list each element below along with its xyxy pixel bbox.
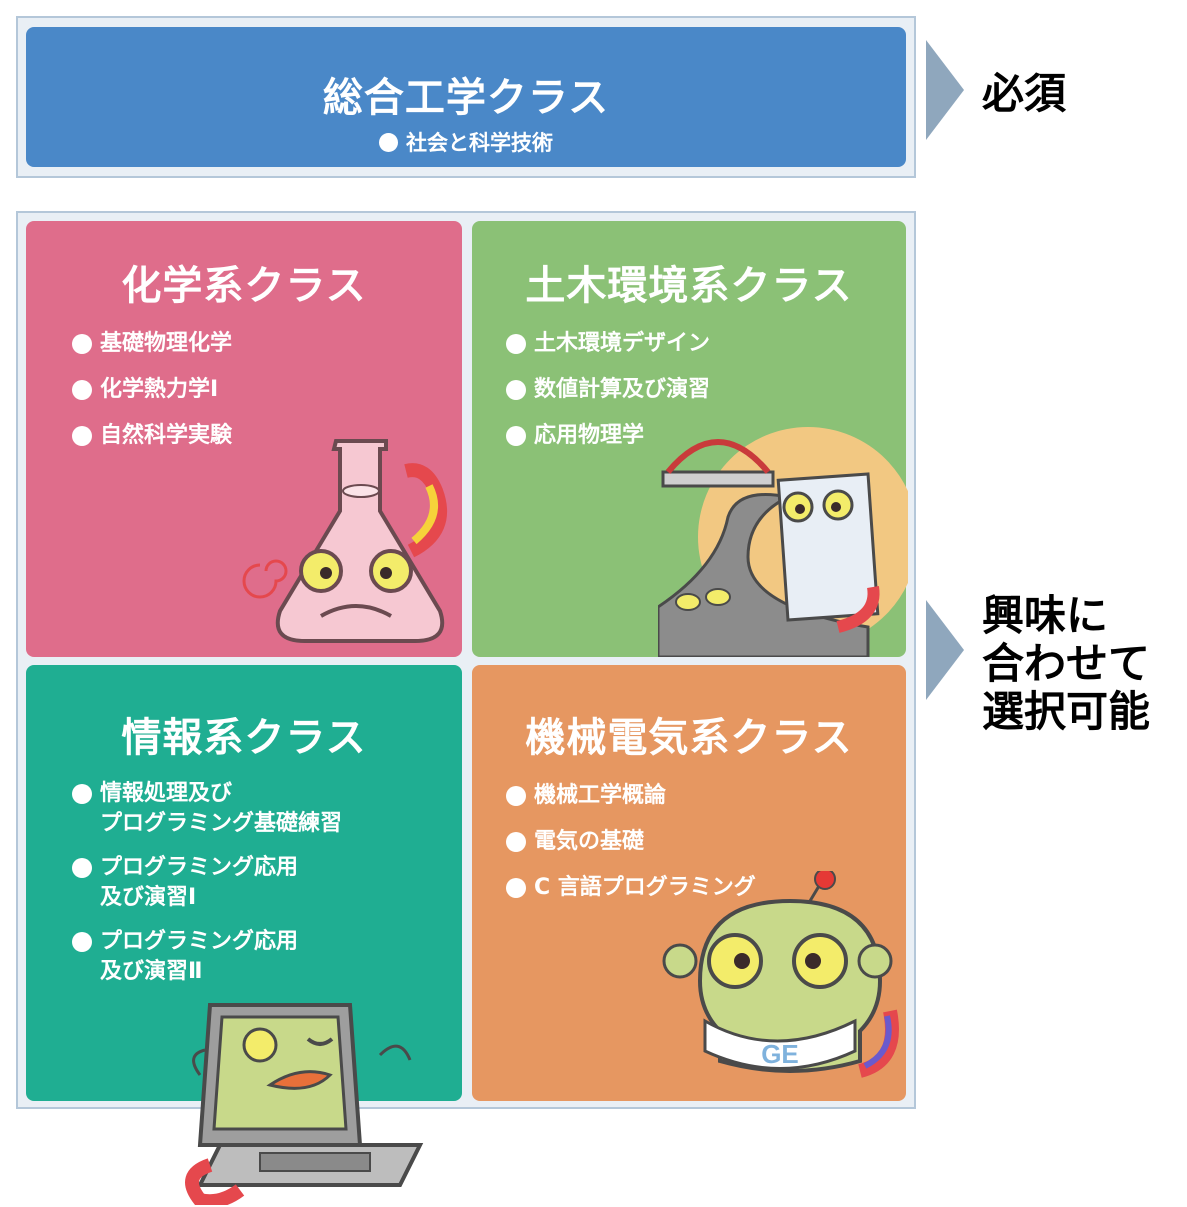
civil-class-title: 土木環境系クラス: [525, 263, 853, 309]
bullet-icon: [72, 784, 92, 804]
general-class-subtitle: 社会と科学技術: [26, 127, 906, 157]
laptop-mascot-icon: [185, 1003, 424, 1205]
bridge-building-mascot-icon: [658, 427, 908, 657]
course-item: 基礎物理化学: [72, 329, 232, 359]
bullet-icon: [506, 426, 526, 446]
bullet-icon: [72, 334, 92, 354]
civil-class-box: 土木環境系クラス 土木環境デザイン 数値計算及び演習 応用物理学: [472, 221, 908, 657]
arrow-elective-icon: [926, 600, 964, 700]
mechanical-class-box: 機械電気系クラス 機械工学概論 電気の基礎 C 言語プログラミング GE: [472, 665, 906, 1101]
course-item: プログラミング応用 及び演習Ⅱ: [72, 927, 342, 987]
course-item: 化学熱力学Ⅰ: [72, 375, 232, 405]
course-item: 応用物理学: [506, 421, 710, 451]
course-item: 機械工学概論: [506, 781, 756, 811]
course-item: 電気の基礎: [506, 827, 756, 857]
general-class-title: 総合工学クラス: [322, 75, 610, 121]
elective-label-line-1: 興味に: [982, 591, 1109, 640]
bullet-icon: [72, 380, 92, 400]
chemistry-course-list: 基礎物理化学 化学熱力学Ⅰ 自然科学実験: [72, 329, 232, 467]
mechanical-course-list: 機械工学概論 電気の基礎 C 言語プログラミング: [506, 781, 756, 919]
elective-label-line-3: 選択可能: [982, 687, 1151, 736]
course-item: 土木環境デザイン: [506, 329, 710, 359]
bullet-icon: [506, 832, 526, 852]
information-course-list: 情報処理及び プログラミング基礎練習 プログラミング応用 及び演習Ⅰ プログラミ…: [72, 779, 342, 1003]
bullet-icon: [72, 426, 92, 446]
course-item: 数値計算及び演習: [506, 375, 710, 405]
course-item: プログラミング応用 及び演習Ⅰ: [72, 853, 342, 913]
bullet-icon: [506, 878, 526, 898]
elective-label-line-2: 合わせて: [982, 639, 1151, 688]
flask-mascot-icon: [242, 439, 447, 643]
information-class-title: 情報系クラス: [121, 715, 367, 761]
course-item: C 言語プログラミング: [506, 873, 756, 903]
course-item: 情報処理及び プログラミング基礎練習: [72, 779, 342, 839]
bullet-icon: [506, 380, 526, 400]
bullet-icon: [72, 932, 92, 952]
bullet-icon: [506, 786, 526, 806]
civil-course-list: 土木環境デザイン 数値計算及び演習 応用物理学: [506, 329, 710, 467]
bullet-icon: [72, 858, 92, 878]
chemistry-class-box: 化学系クラス 基礎物理化学 化学熱力学Ⅰ 自然科学実験: [26, 221, 462, 657]
robot-mascot-icon: GE: [662, 871, 899, 1078]
general-subtitle-text: 社会と科学技術: [406, 131, 553, 155]
mascot-badge-text: GE: [761, 1039, 799, 1069]
chemistry-class-title: 化学系クラス: [121, 263, 367, 309]
bullet-icon: [506, 334, 526, 354]
mechanical-class-title: 機械電気系クラス: [525, 715, 853, 761]
arrow-required-icon: [926, 40, 964, 140]
elective-label: 興味に 合わせて 選択可能: [982, 592, 1150, 736]
course-item: 自然科学実験: [72, 421, 232, 451]
bullet-icon: [379, 133, 398, 152]
general-class-box: 総合工学クラス 社会と科学技術: [26, 27, 906, 167]
required-label: 必須: [982, 69, 1067, 118]
